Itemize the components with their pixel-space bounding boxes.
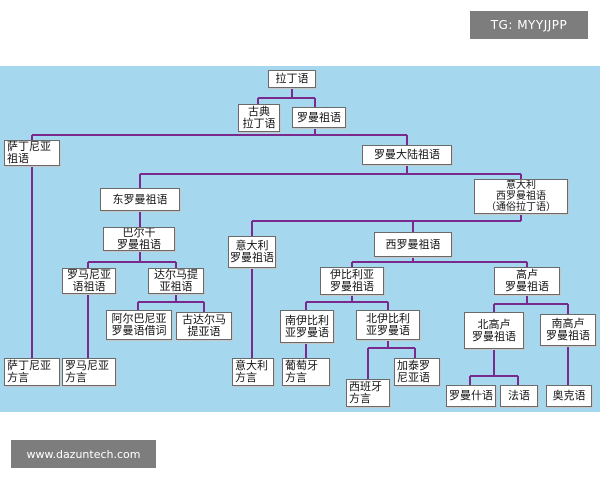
node-proto-romanian: 罗马尼亚 语祖语 — [62, 268, 116, 294]
node-continental-romance: 罗曼大陆祖语 — [362, 145, 452, 165]
node-ancient-dalmatian: 古达尔马 提亚语 — [176, 312, 232, 340]
node-classical-latin: 古典 拉丁语 — [238, 104, 280, 132]
node-proto-balkan: 巴尔干 罗曼祖语 — [103, 227, 175, 251]
node-romansh: 罗曼什语 — [446, 385, 496, 407]
node-italo-dalmatian: 意大利 罗曼祖语 — [228, 236, 276, 268]
node-proto-romance: 罗曼祖语 — [292, 107, 346, 128]
watermark-badge-top: TG: MYYJJPP — [470, 11, 588, 39]
node-south-gallo: 南高卢 罗曼祖语 — [540, 314, 596, 346]
node-sardinian-dialects: 萨丁尼亚 方言 — [4, 358, 60, 386]
language-family-tree: 拉丁语 古典 拉丁语 罗曼祖语 萨丁尼亚 祖语 罗曼大陆祖语 意大利 西罗曼祖语… — [0, 66, 600, 412]
node-proto-sardinian: 萨丁尼亚 祖语 — [4, 140, 60, 166]
tree-connectors — [31, 88, 569, 385]
node-italian-dialects: 意大利 方言 — [232, 358, 274, 386]
node-albanian-loanwords: 阿尔巴尼亚 罗曼语借词 — [106, 310, 172, 340]
node-north-ibero: 北伊比利 亚罗曼语 — [356, 310, 420, 340]
top-banner: TG: MYYJJPP — [0, 0, 600, 66]
node-proto-ibero: 伊比利亚 罗曼祖语 — [320, 267, 384, 295]
node-eastern-romance: 东罗曼祖语 — [100, 188, 180, 211]
node-latin: 拉丁语 — [268, 70, 316, 88]
node-romanian-dialects: 罗马尼亚 方言 — [62, 358, 116, 386]
node-western-romance: 西罗曼祖语 — [374, 232, 452, 257]
node-spanish-dialects: 西班牙 方言 — [346, 379, 390, 407]
watermark-badge-bottom: www.dazuntech.com — [11, 440, 156, 468]
node-italo-western: 意大利 西罗曼祖语 （通俗拉丁语） — [474, 179, 568, 214]
node-french: 法语 — [500, 385, 538, 407]
node-south-ibero: 南伊比利 亚罗曼语 — [280, 310, 334, 343]
node-proto-gallo: 高卢 罗曼祖语 — [494, 267, 560, 295]
node-portuguese-dialects: 葡萄牙 方言 — [282, 358, 330, 386]
node-north-gallo: 北高卢 罗曼祖语 — [464, 312, 524, 349]
node-catalan: 加泰罗 尼亚语 — [394, 358, 440, 386]
node-occitan: 奥克语 — [546, 385, 592, 407]
node-proto-dalmatian: 达尔马提 亚祖语 — [148, 268, 204, 294]
